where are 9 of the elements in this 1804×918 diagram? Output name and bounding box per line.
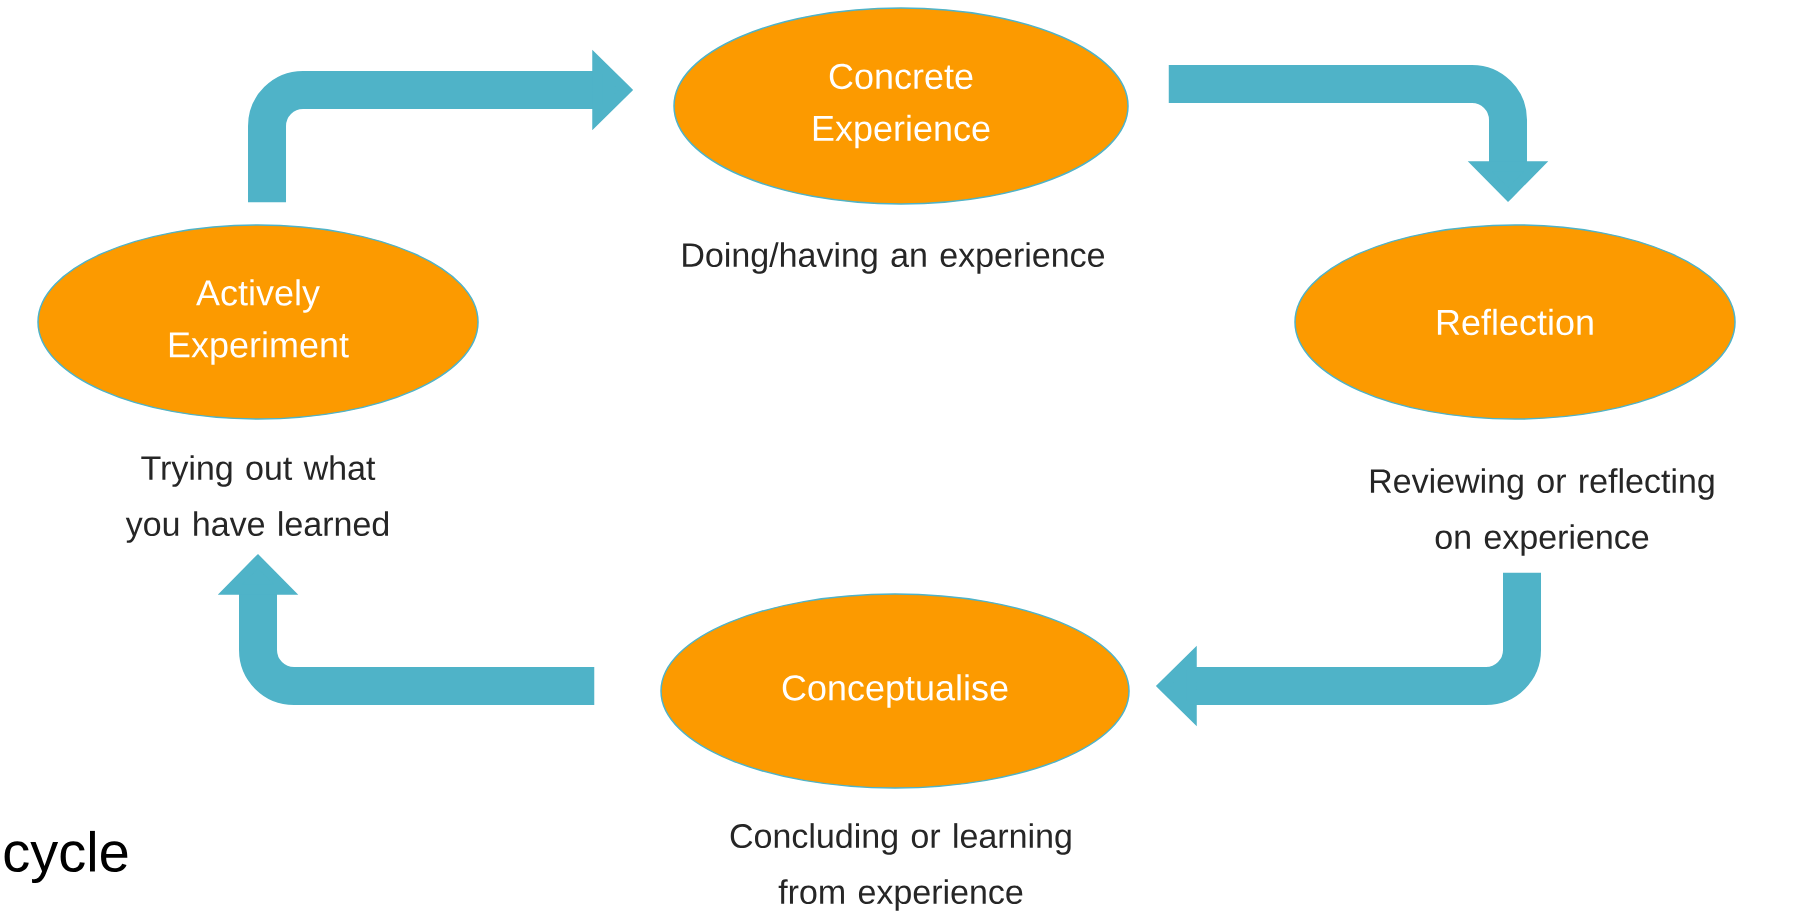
node-caption: Doing/having an experience: [683, 242, 1104, 274]
ellipse-node: Concrete Experience: [673, 7, 1129, 205]
ellipse-node: Actively Experiment: [37, 224, 479, 420]
node-caption: Concluding or learning from experience: [730, 823, 1071, 911]
ellipse-node: Reflection: [1294, 224, 1736, 420]
node-caption: Reviewing or reflecting on experience: [1370, 468, 1714, 556]
ellipse-node: Conceptualise: [660, 593, 1130, 789]
title-fragment: cycle: [4, 830, 128, 884]
node-caption: Trying out what you have learned: [125, 455, 389, 543]
